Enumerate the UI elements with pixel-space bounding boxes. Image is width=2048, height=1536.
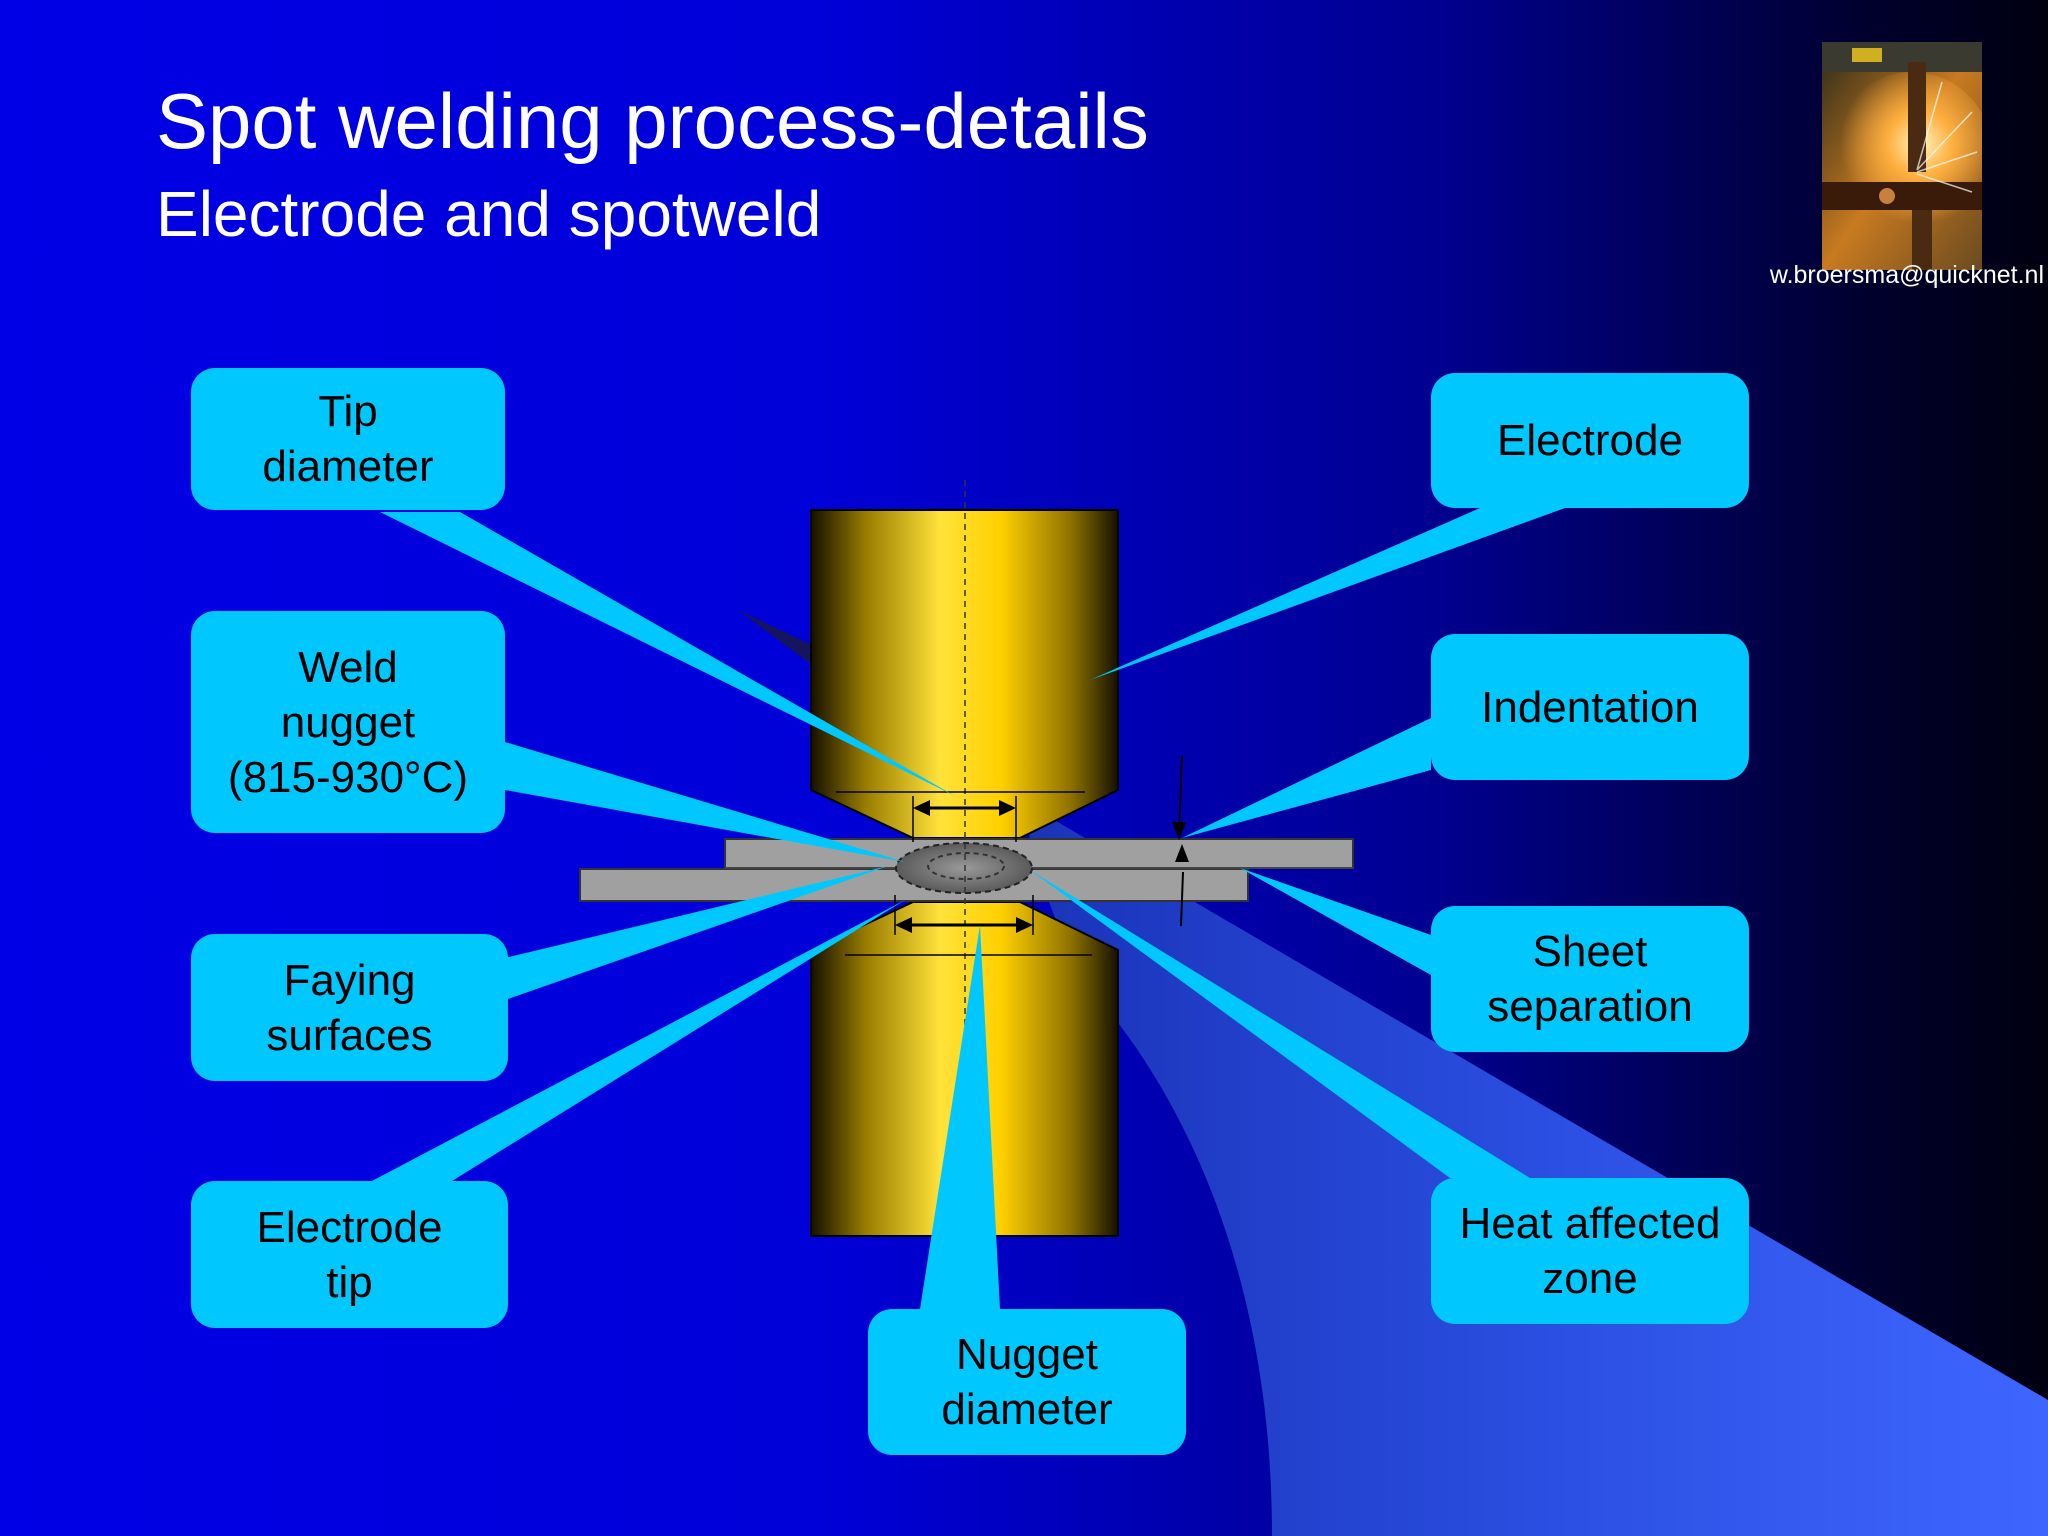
slide-title: Spot welding process-details [156, 77, 1149, 165]
leader-tip-diameter [380, 512, 955, 796]
leader-sheet-separation [1240, 868, 1431, 975]
callout-faying-surfaces: Faying surfaces [191, 934, 508, 1081]
callout-tip-diameter: Tip diameter [191, 368, 505, 510]
callout-weld-nugget: Weld nugget (815-930°C) [191, 611, 505, 833]
callout-nugget-diameter-label: Nugget diameter [941, 1330, 1113, 1434]
leader-faying [505, 866, 888, 1000]
callout-weld-nugget-label: Weld nugget (815-930°C) [227, 642, 469, 802]
callout-heat-affected-zone: Heat affected zone [1431, 1178, 1749, 1324]
callout-electrode-label: Electrode [1497, 416, 1683, 465]
callout-faying-surfaces-label: Faying surfaces [266, 955, 433, 1060]
slide-subtitle: Electrode and spotweld [156, 178, 822, 250]
leader-electrode-tip [372, 900, 905, 1181]
leader-weld-nugget [505, 742, 905, 862]
shadow-streak [738, 610, 812, 665]
light-beam [1020, 800, 2048, 1536]
author-email: w.broersma@quicknet.nl [1769, 261, 2044, 289]
callout-sheet-separation: Sheet separation [1431, 906, 1749, 1052]
callout-heat-affected-zone-label: Heat affected zone [1459, 1199, 1721, 1303]
callout-sheet-separation-label: Sheet separation [1487, 927, 1693, 1031]
leader-indentation [1182, 718, 1431, 838]
spot-welding-photo [1822, 42, 1982, 270]
weld-nugget [895, 842, 1033, 894]
callout-indentation-label: Indentation [1481, 682, 1699, 732]
nugget-core [927, 852, 1005, 880]
leader-nugget-diameter [920, 925, 1000, 1309]
callout-electrode-tip: Electrode tip [191, 1181, 508, 1328]
leader-electrode [1090, 508, 1565, 680]
callout-indentation: Indentation [1431, 634, 1749, 780]
callout-nugget-diameter: Nugget diameter [868, 1309, 1186, 1455]
callout-electrode: Electrode [1431, 373, 1749, 508]
callout-tip-diameter-label: Tip diameter [262, 387, 434, 491]
callout-electrode-tip-label: Electrode tip [256, 1202, 443, 1307]
leader-haz [1030, 870, 1530, 1178]
